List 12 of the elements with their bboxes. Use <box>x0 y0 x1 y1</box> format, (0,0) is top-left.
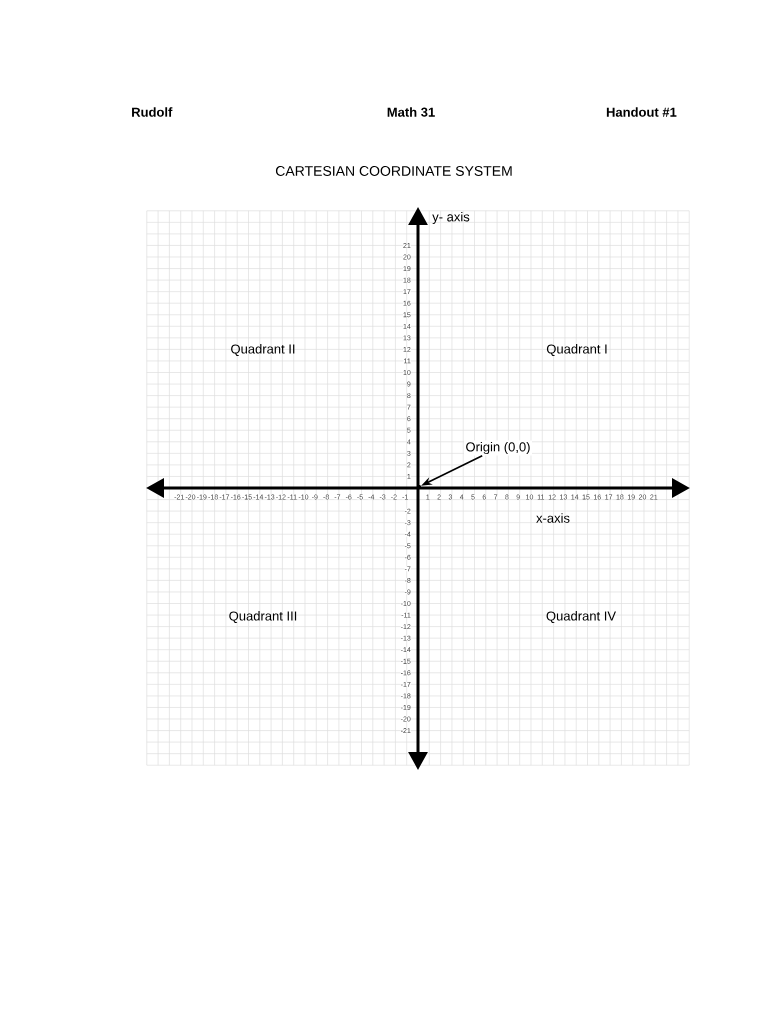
quadrant-label: Quadrant I <box>546 344 607 356</box>
quadrant-label: Quadrant III <box>229 611 297 623</box>
axis-label: x-axis <box>536 513 570 523</box>
origin-label: Origin (0,0) <box>464 440 532 456</box>
quadrant-label: Quadrant IV <box>546 611 616 623</box>
diagram-title: CARTESIAN COORDINATE SYSTEM <box>275 166 512 176</box>
quadrant-label: Quadrant II <box>231 344 295 356</box>
header-text: Handout #1 <box>606 107 677 117</box>
header-text: Math 31 <box>387 107 435 117</box>
header-text: Rudolf <box>132 107 173 117</box>
axis-label: y- axis <box>432 211 470 225</box>
origin-point <box>418 485 421 488</box>
